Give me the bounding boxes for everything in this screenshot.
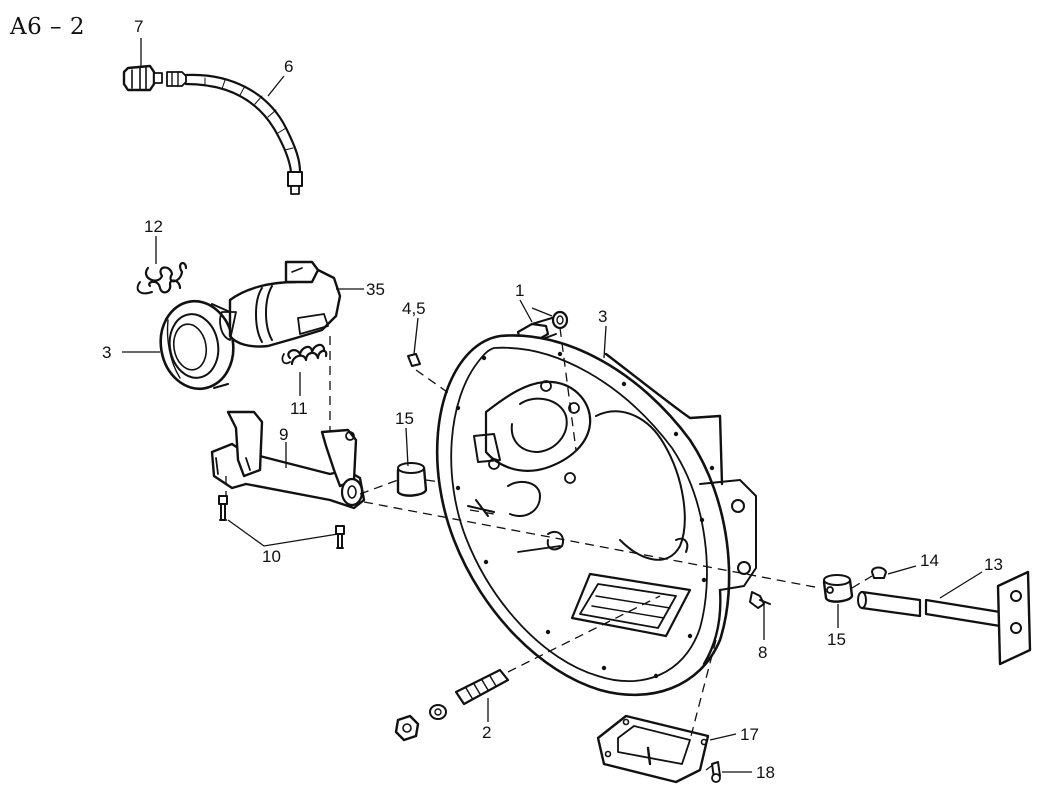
part-2-stud	[394, 668, 510, 742]
part-12-spring	[136, 262, 188, 295]
page-label: A6 – 2	[10, 14, 85, 40]
callout-2: 2	[482, 723, 491, 742]
callout-17: 17	[740, 725, 759, 744]
callout-numbers: 7 6 12 35 3 11 9 10 4,5 15 1 3 14 13 15 …	[102, 17, 1003, 782]
callout-11: 11	[290, 399, 308, 418]
callout-13: 13	[984, 555, 1003, 574]
leader-lines	[122, 38, 983, 773]
part-15-bushing-left	[396, 462, 428, 497]
callout-7: 7	[134, 17, 143, 36]
callout-15a: 15	[395, 409, 414, 428]
callout-15b: 15	[827, 630, 846, 649]
part-7-grease-cap	[122, 64, 163, 92]
callout-35: 35	[366, 280, 385, 299]
callout-10: 10	[262, 547, 281, 566]
part-35-bearing-carrier	[219, 260, 342, 348]
callout-9: 9	[279, 425, 288, 444]
callout-18: 18	[756, 763, 775, 782]
callout-3a: 3	[102, 343, 111, 362]
callout-1: 1	[515, 281, 524, 300]
callout-8: 8	[758, 643, 767, 662]
callout-12: 12	[144, 217, 163, 236]
part-6-hose	[166, 71, 303, 195]
callout-6: 6	[284, 57, 293, 76]
part-11-spring	[281, 343, 328, 366]
part-18-screw	[711, 761, 721, 783]
callout-3b: 3	[598, 307, 607, 326]
part-4-5-dowel	[407, 353, 421, 367]
callout-14: 14	[920, 551, 939, 570]
part-8-grease-nipple	[749, 591, 771, 609]
part-13-release-shaft	[857, 570, 1032, 666]
part-15-bushing-right	[822, 574, 854, 603]
part-3-clutch-housing	[435, 334, 757, 697]
part-14-key	[871, 566, 887, 579]
assembly-lines	[225, 327, 873, 771]
part-3-release-bearing	[159, 299, 235, 391]
part-17-cover	[596, 714, 710, 784]
part-9-release-fork	[210, 410, 366, 510]
callout-4-5: 4,5	[402, 299, 426, 318]
part-10-bolts	[218, 495, 345, 549]
